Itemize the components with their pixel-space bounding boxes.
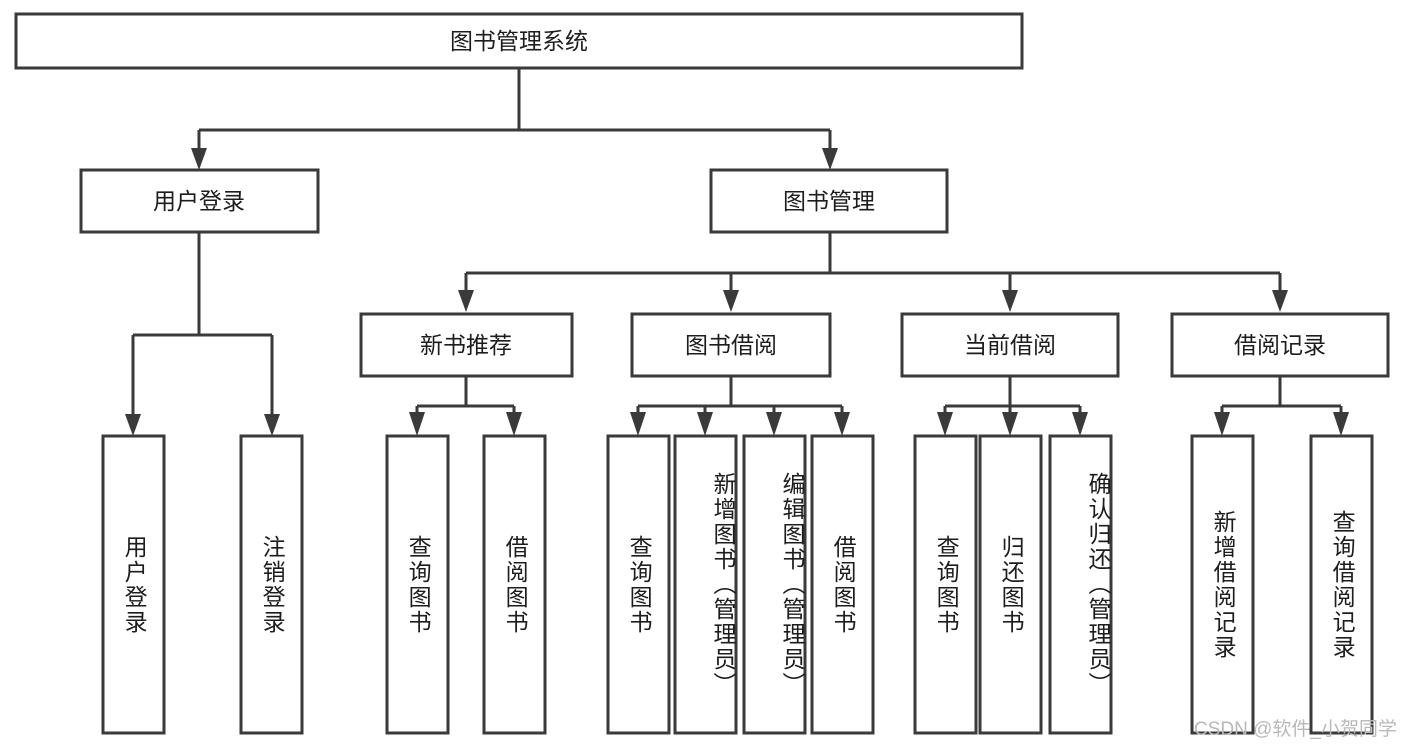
arrow-head-ul-leaf2 (264, 414, 280, 436)
connector-group-borrow (630, 376, 850, 436)
connector-group-book-mgmt (458, 232, 1288, 312)
node-box-leaf-cb-3[interactable] (1048, 434, 1113, 735)
node-boxes (14, 12, 1390, 735)
node-box-leaf-nb-2[interactable] (482, 434, 547, 735)
node-box-leaf-bb-4[interactable] (810, 434, 875, 735)
arrow-head-ul-leaf1 (125, 414, 141, 436)
node-box-leaf-br-1[interactable] (1190, 434, 1255, 735)
node-box-leaf-cb-2[interactable] (978, 434, 1043, 735)
node-box-leaf-br-2[interactable] (1309, 434, 1374, 735)
node-box-leaf-cb-1[interactable] (913, 434, 978, 735)
node-label-borrow-record: 借阅记录 (1234, 332, 1326, 358)
connector-group-user-login (125, 232, 280, 436)
node-label-book-borrow: 图书借阅 (685, 332, 777, 358)
connector-group-current (937, 376, 1088, 436)
arrow-head-borrow (723, 290, 739, 312)
node-box-new-book-recommend[interactable] (359, 312, 574, 378)
arrow-head-bb-leaf2 (697, 412, 713, 436)
node-box-current-borrow[interactable] (900, 312, 1120, 378)
csdn-watermark: CSDN @软件_小贺同学 (1194, 719, 1397, 740)
node-box-borrow-record[interactable] (1170, 312, 1390, 378)
arrow-head-br-leaf1 (1214, 412, 1230, 436)
arrow-head-record (1272, 290, 1288, 312)
node-box-root[interactable] (14, 12, 1024, 70)
arrow-head-cb-leaf2 (1002, 412, 1018, 436)
arrow-head-nb-leaf2 (506, 412, 522, 436)
node-box-leaf-ul-1[interactable] (101, 434, 166, 735)
arrow-head-book-mgmt (822, 148, 838, 170)
connector-group-root (191, 68, 838, 170)
connector-group-record (1214, 376, 1349, 436)
connector-group-newbook (409, 376, 522, 436)
arrow-head-bb-leaf1 (630, 412, 646, 436)
arrow-head-br-leaf2 (1333, 412, 1349, 436)
node-box-user-login[interactable] (79, 168, 320, 234)
node-box-leaf-bb-3[interactable] (742, 434, 807, 735)
arrow-head-nb-leaf1 (409, 412, 425, 436)
arrow-head-cb-leaf3 (1072, 412, 1088, 436)
node-box-leaf-bb-1[interactable] (606, 434, 671, 735)
arrow-head-newbook (458, 290, 474, 312)
arrow-head-user-login (191, 148, 207, 170)
node-box-book-borrow[interactable] (630, 312, 832, 378)
node-box-leaf-nb-1[interactable] (385, 434, 450, 735)
node-label-current-borrow: 当前借阅 (964, 332, 1056, 358)
arrow-head-cb-leaf1 (937, 412, 953, 436)
node-label-user-login: 用户登录 (153, 188, 245, 214)
node-box-leaf-bb-2[interactable] (673, 434, 738, 735)
arrow-head-current (1002, 290, 1018, 312)
arrow-head-bb-leaf3 (766, 412, 782, 436)
node-label-root: 图书管理系统 (450, 28, 588, 54)
arrow-head-bb-leaf4 (834, 412, 850, 436)
node-label-book-management: 图书管理 (783, 188, 875, 214)
node-box-leaf-ul-2[interactable] (239, 434, 304, 735)
node-label-new-book-recommend: 新书推荐 (420, 332, 512, 358)
node-box-book-management[interactable] (709, 168, 949, 234)
